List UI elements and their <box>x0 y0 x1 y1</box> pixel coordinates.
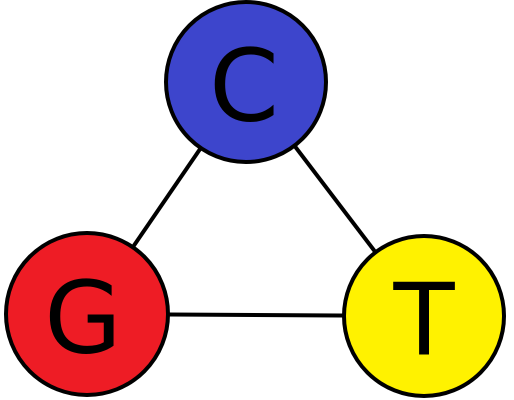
node-t: T <box>342 234 506 398</box>
node-c: C <box>164 0 328 164</box>
node-c-circle <box>164 0 328 164</box>
node-g: G <box>4 231 170 397</box>
node-c-label: C <box>209 28 279 145</box>
node-t-circle <box>342 234 506 398</box>
node-g-circle <box>4 231 170 397</box>
node-g-label: G <box>44 260 122 377</box>
node-t-label: T <box>392 262 455 379</box>
